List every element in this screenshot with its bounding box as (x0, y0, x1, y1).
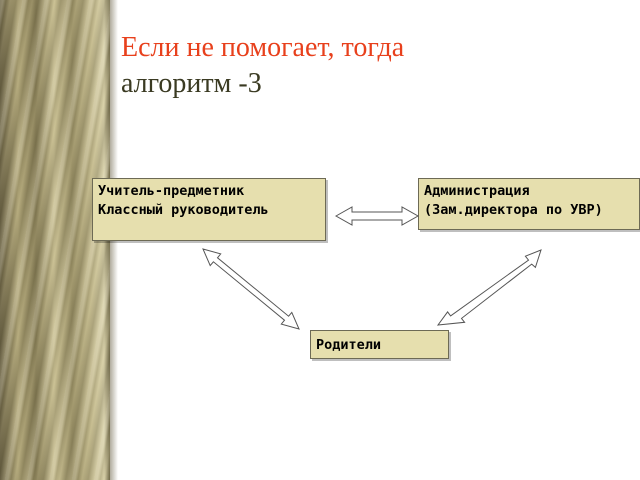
node-administration-line-1: Администрация (424, 183, 530, 199)
decorative-gold-strip (0, 0, 110, 480)
node-administration-line-2: (Зам.директора по УВР) (424, 202, 603, 218)
slide-title: Если не помогает, тогда алгоритм -3 (121, 30, 621, 102)
node-parents: Родители (310, 330, 449, 359)
node-administration: Администрация (Зам.директора по УВР) (418, 178, 640, 230)
arrow-administration-parents (436, 249, 542, 326)
node-teacher: Учитель-предметник Классный руководитель (92, 178, 326, 241)
arrow-teacher-parents (202, 248, 300, 330)
node-teacher-line-1: Учитель-предметник (98, 183, 245, 199)
node-parents-label: Родители (316, 337, 382, 353)
title-line-1: Если не помогает, тогда (121, 32, 405, 63)
node-teacher-line-2: Классный руководитель (98, 202, 269, 218)
title-line-2: алгоритм -3 (121, 68, 262, 99)
arrow-teacher-administration (334, 206, 420, 226)
